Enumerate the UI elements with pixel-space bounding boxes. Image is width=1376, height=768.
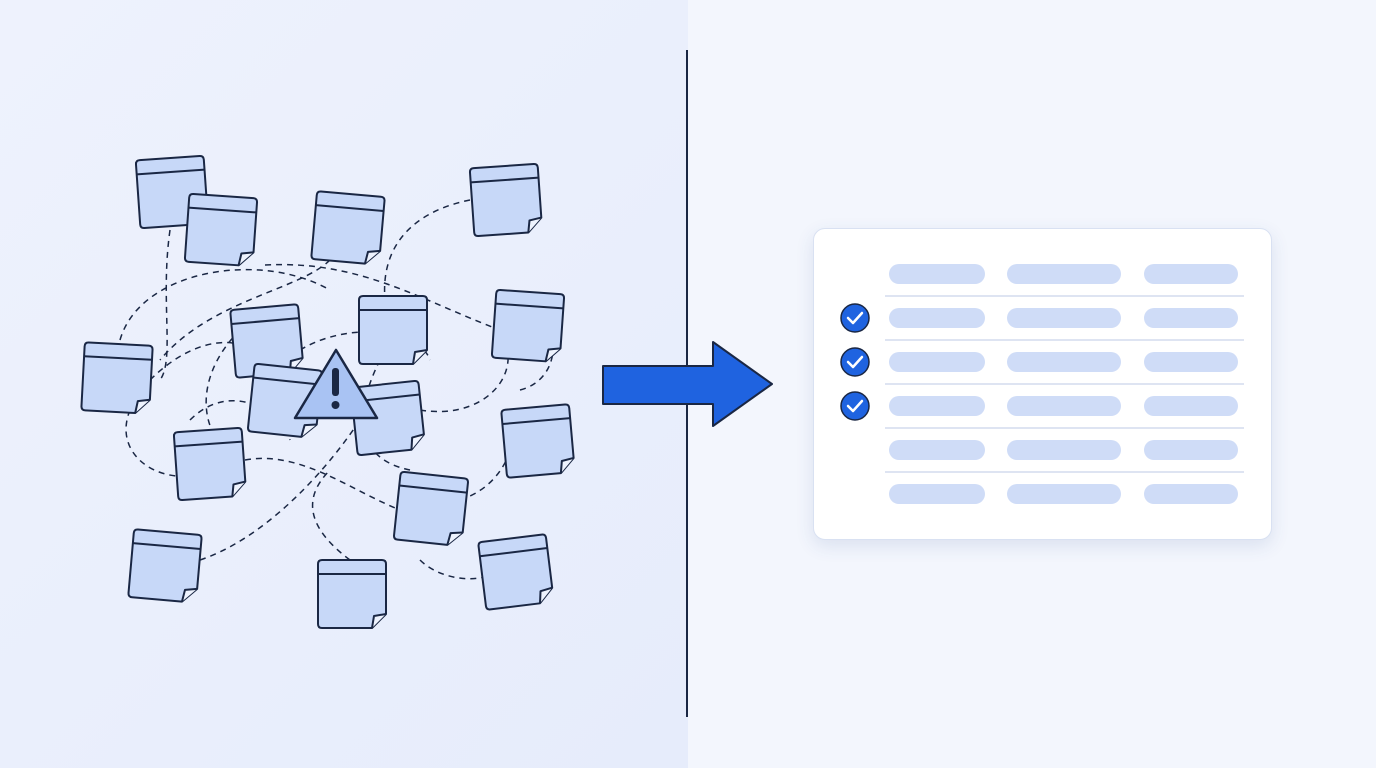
sticky-note xyxy=(393,471,469,546)
table-row xyxy=(885,264,1244,297)
placeholder-cell xyxy=(1007,264,1121,284)
placeholder-cell xyxy=(889,352,985,372)
placeholder-cell xyxy=(1007,352,1121,372)
arrow-right-icon xyxy=(602,341,773,427)
sticky-note xyxy=(500,403,575,479)
placeholder-cell xyxy=(1007,484,1121,504)
placeholder-cell xyxy=(889,440,985,460)
check-circle-icon xyxy=(840,347,870,377)
table-rows xyxy=(840,264,1244,504)
sticky-note xyxy=(127,528,203,603)
placeholder-cell xyxy=(889,264,985,284)
sticky-note xyxy=(477,533,554,611)
placeholder-cell xyxy=(889,396,985,416)
connection-line xyxy=(383,199,471,301)
table-row xyxy=(840,347,1244,385)
connection-line xyxy=(159,259,331,361)
sticky-note xyxy=(183,192,259,267)
sticky-note xyxy=(317,559,387,629)
check-circle-icon xyxy=(840,303,870,333)
warning-icon xyxy=(293,348,379,420)
table-row xyxy=(840,391,1244,429)
connection-line xyxy=(244,457,401,511)
table-row xyxy=(840,303,1244,341)
connection-line xyxy=(199,419,361,561)
placeholder-cell xyxy=(889,484,985,504)
placeholder-cell xyxy=(1144,352,1238,372)
sticky-note xyxy=(80,341,154,415)
connection-line xyxy=(362,359,411,471)
sticky-notes xyxy=(80,154,575,629)
placeholder-cell xyxy=(1144,308,1238,328)
sticky-note xyxy=(468,162,543,238)
connection-line xyxy=(264,263,501,331)
table-row xyxy=(889,484,1238,504)
check-circle-icon xyxy=(840,391,870,421)
placeholder-cell xyxy=(1144,440,1238,460)
sticky-note xyxy=(358,295,428,365)
sticky-note xyxy=(490,288,566,363)
connection-line xyxy=(311,469,351,561)
placeholder-cell xyxy=(1144,484,1238,504)
sticky-note xyxy=(229,303,304,379)
table-row xyxy=(885,440,1244,473)
placeholder-cell xyxy=(1007,308,1121,328)
sticky-note xyxy=(172,426,247,502)
connection-line xyxy=(159,229,171,381)
placeholder-cell xyxy=(1144,396,1238,416)
placeholder-cell xyxy=(1007,440,1121,460)
placeholder-cell xyxy=(1144,264,1238,284)
sticky-note xyxy=(310,190,386,265)
placeholder-cell xyxy=(889,308,985,328)
placeholder-cell xyxy=(1007,396,1121,416)
